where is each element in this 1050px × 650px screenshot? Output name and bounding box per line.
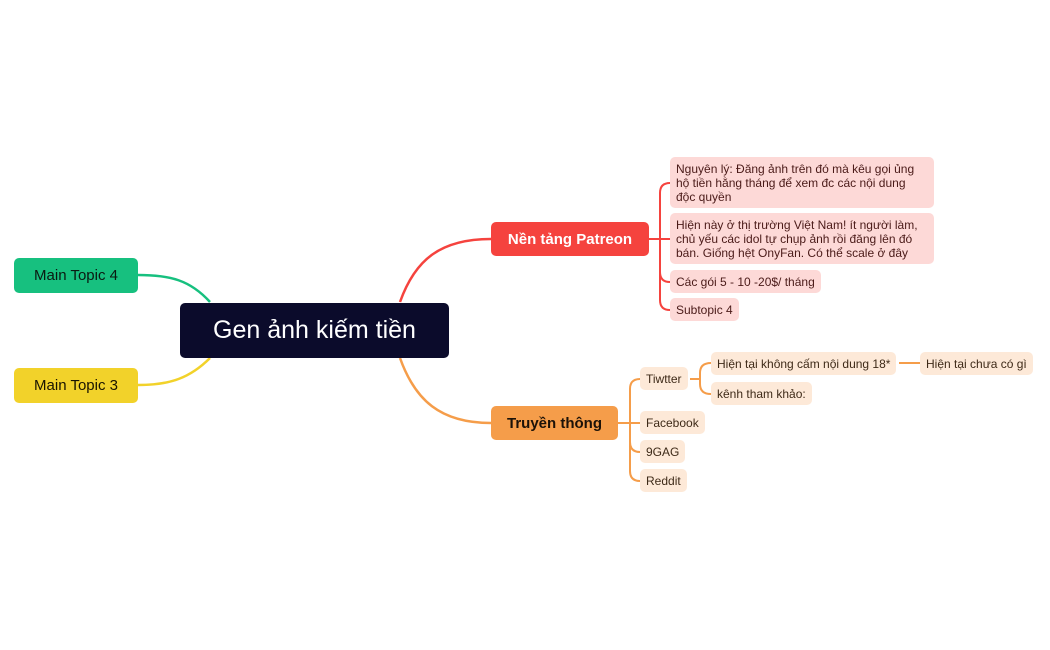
subtopic-facebook[interactable]: Facebook: [640, 411, 705, 434]
subtopic-twitter-nothing-yet[interactable]: Hiện tại chưa có gì: [920, 352, 1033, 375]
main-topic-4-label: Main Topic 4: [34, 267, 118, 284]
subtopic-label: Subtopic 4: [676, 302, 733, 317]
subtopic-twitter-no-ban[interactable]: Hiện tại không cấm nội dung 18*: [711, 352, 897, 375]
central-topic-label: Gen ảnh kiếm tiền: [213, 316, 416, 344]
subtopic-label: Hiện này ở thị trường Việt Nam! ít người…: [676, 217, 918, 260]
main-topic-3[interactable]: Main Topic 3: [14, 368, 138, 403]
subtopic-label: kênh tham khảo:: [717, 386, 806, 401]
patreon-subtopic-principle[interactable]: Nguyên lý: Đăng ảnh trên đó mà kêu gọi ủ…: [670, 157, 934, 208]
patreon-subtopic-packages[interactable]: Các gói 5 - 10 -20$/ tháng: [670, 270, 821, 293]
subtopic-label: Reddit: [646, 473, 681, 488]
subtopic-label: Tiwtter: [646, 371, 682, 386]
main-topic-truyen-thong-label: Truyền thông: [507, 414, 602, 432]
patreon-subtopic-4[interactable]: Subtopic 4: [670, 298, 739, 321]
subtopic-label: Nguyên lý: Đăng ảnh trên đó mà kêu gọi ủ…: [676, 161, 915, 204]
subtopic-9gag[interactable]: 9GAG: [640, 440, 686, 463]
subtopic-label: Hiện tại chưa có gì: [926, 356, 1027, 371]
main-topic-truyen-thong[interactable]: Truyền thông: [491, 406, 618, 440]
subtopic-twitter[interactable]: Tiwtter: [640, 367, 688, 390]
central-topic[interactable]: Gen ảnh kiếm tiền: [180, 303, 449, 358]
subtopic-label: Hiện tại không cấm nội dung 18*: [717, 356, 891, 371]
subtopic-label: Các gói 5 - 10 -20$/ tháng: [676, 274, 815, 289]
subtopic-twitter-reference[interactable]: kênh tham khảo:: [711, 382, 812, 405]
main-topic-4[interactable]: Main Topic 4: [14, 258, 138, 293]
main-topic-3-label: Main Topic 3: [34, 377, 118, 394]
main-topic-patreon[interactable]: Nền tảng Patreon: [491, 222, 649, 256]
patreon-subtopic-market[interactable]: Hiện này ở thị trường Việt Nam! ít người…: [670, 213, 934, 264]
subtopic-label: 9GAG: [646, 444, 680, 459]
subtopic-label: Facebook: [646, 415, 699, 430]
main-topic-patreon-label: Nền tảng Patreon: [507, 230, 633, 248]
subtopic-reddit[interactable]: Reddit: [640, 469, 687, 492]
